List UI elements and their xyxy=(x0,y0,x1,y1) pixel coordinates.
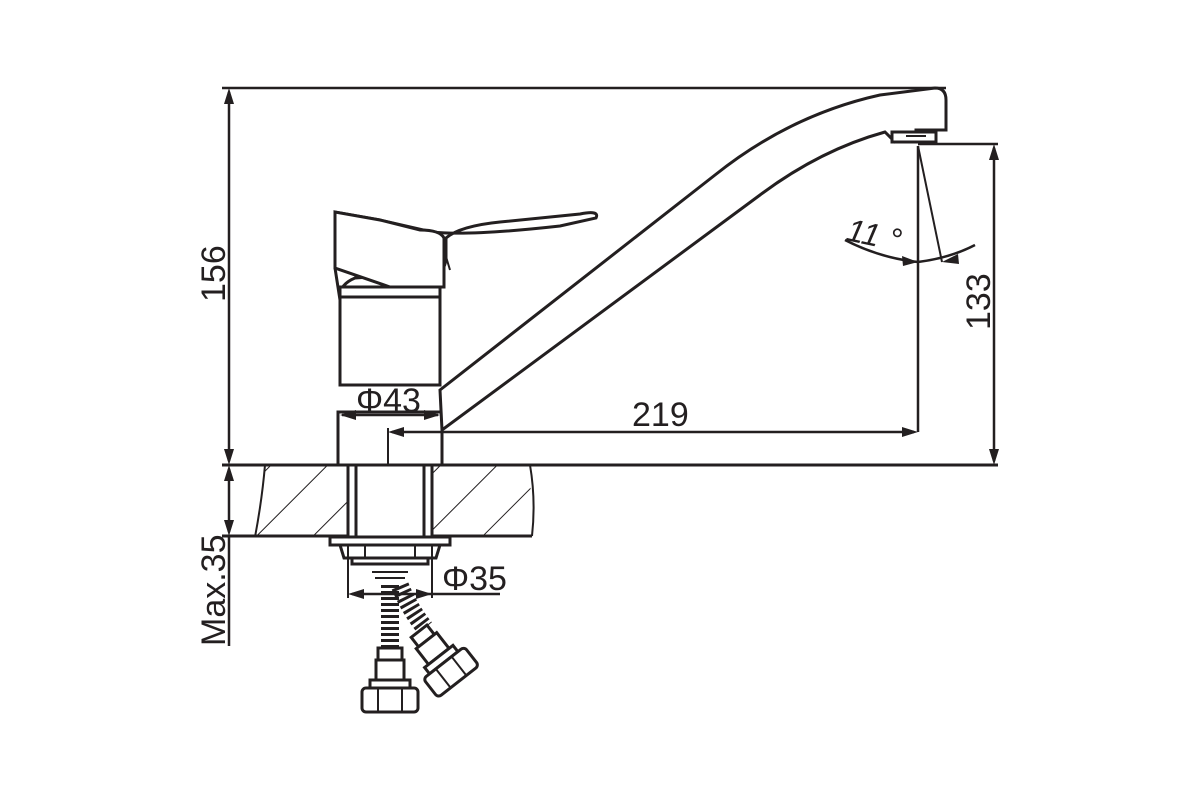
hole-diameter-label: Φ35 xyxy=(442,560,507,598)
dimension-spout-angle xyxy=(844,145,976,266)
dimension-total-height xyxy=(222,86,946,465)
spout xyxy=(438,86,948,433)
dimension-spout-height xyxy=(918,142,999,465)
dimension-body-diameter xyxy=(340,410,440,420)
spout-height-label: 133 xyxy=(960,273,998,330)
dimension-spout-reach xyxy=(388,146,920,437)
spout-angle-label: 11 ° xyxy=(844,212,905,259)
countertop-section xyxy=(222,463,998,538)
total-height-label: 156 xyxy=(195,245,233,302)
spout-reach-label: 219 xyxy=(632,396,689,434)
body-diameter-label: Φ43 xyxy=(356,382,421,420)
supply-hoses xyxy=(360,571,479,714)
faucet-base xyxy=(336,295,444,467)
lever-handle xyxy=(333,210,599,301)
dimension-counter-thickness xyxy=(224,465,234,646)
counter-thickness-label: Max.35 xyxy=(195,535,233,647)
mounting-shank xyxy=(328,463,452,566)
dimension-hole-diameter xyxy=(347,545,500,599)
